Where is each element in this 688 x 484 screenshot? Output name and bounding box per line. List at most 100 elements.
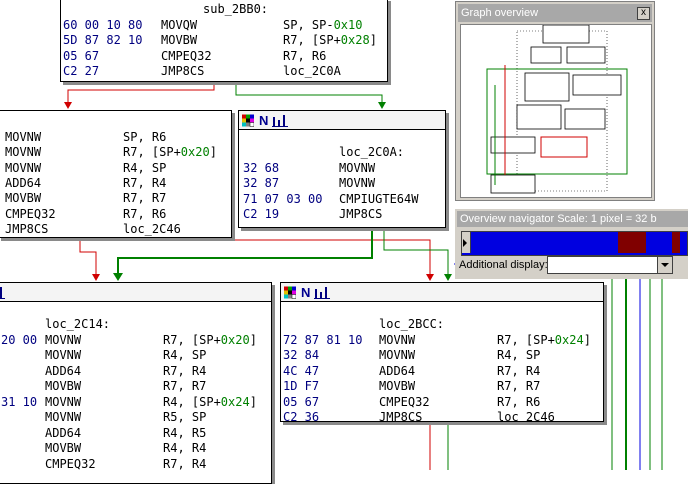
operand-immediate: 0x10: [333, 17, 363, 32]
instruction-mnemonic[interactable]: MOVNW: [339, 160, 376, 175]
instruction-operands[interactable]: R4, [SP+0x24]: [163, 395, 257, 410]
graph-overview-title[interactable]: Graph overview: [458, 4, 652, 22]
operand-text: SP, SP-: [283, 17, 334, 32]
instruction-mnemonic[interactable]: JMP8CS: [379, 410, 423, 422]
operand-text: R4, R5: [163, 425, 207, 440]
instruction-mnemonic[interactable]: MOVNW: [339, 176, 376, 190]
code-label[interactable]: loc_2C0A:: [339, 145, 405, 159]
instruction-mnemonic[interactable]: CMPEQ32: [45, 456, 96, 471]
instruction-operands[interactable]: R7, [SP+0x24]: [497, 333, 591, 348]
instruction-operands[interactable]: R4, R5: [163, 426, 206, 441]
instruction-operands[interactable]: R7, R4: [163, 364, 206, 379]
instruction-operands[interactable]: R7, [SP+0x20]: [163, 333, 257, 348]
rename-n-icon[interactable]: N: [301, 285, 311, 300]
instruction-operands[interactable]: R7, R7: [497, 379, 540, 394]
dropdown-button[interactable]: [657, 257, 672, 273]
instruction-mnemonic[interactable]: JMP8CS: [161, 64, 205, 78]
instruction-mnemonic[interactable]: ADD64: [45, 363, 82, 378]
graph-overview-area[interactable]: [460, 24, 652, 198]
bars-icon[interactable]: [0, 286, 5, 299]
instruction-operands[interactable]: R7, R7: [123, 191, 166, 206]
graph-grid-icon[interactable]: [242, 114, 254, 127]
instruction-operands[interactable]: R7, R4: [497, 364, 540, 379]
instruction-mnemonic[interactable]: JMP8CS: [5, 221, 49, 236]
operand-text: ]: [583, 332, 591, 347]
instruction-operands[interactable]: loc_2C0A: [283, 64, 341, 79]
code-label[interactable]: sub_2BB0:: [203, 2, 269, 16]
instruction-mnemonic[interactable]: CMPEQ32: [379, 394, 430, 409]
operand-text: ]: [209, 145, 217, 160]
instruction-mnemonic[interactable]: MOVNW: [45, 410, 82, 424]
instruction-mnemonic[interactable]: MOVNW: [45, 394, 82, 409]
instruction-mnemonic[interactable]: MOVNW: [5, 130, 42, 144]
opcode-bytes: C2 27: [63, 64, 100, 78]
instruction-operands[interactable]: SP, SP-0x10: [283, 18, 362, 33]
code-label[interactable]: loc_2C14:: [45, 317, 111, 331]
instruction-mnemonic[interactable]: MOVBW: [161, 33, 198, 47]
instruction-mnemonic[interactable]: MOVNW: [379, 332, 416, 347]
overview-navigator-strip[interactable]: [461, 231, 688, 256]
instruction-operands[interactable]: R7, R7: [163, 379, 206, 394]
instruction-mnemonic[interactable]: MOVNW: [5, 145, 42, 160]
graph-grid-icon[interactable]: [284, 286, 296, 299]
instruction-mnemonic[interactable]: MOVBW: [379, 379, 416, 393]
overview-navigator-title[interactable]: Overview navigator Scale: 1 pixel = 32 b: [457, 211, 688, 227]
instruction-operands[interactable]: R7, R6: [123, 207, 166, 222]
instruction-operands[interactable]: R7, R4: [163, 457, 206, 472]
operand-text: R4, SP: [497, 348, 541, 362]
instruction-operands[interactable]: R7, R6: [497, 395, 540, 410]
instruction-mnemonic[interactable]: MOVBW: [45, 379, 82, 393]
instruction-mnemonic[interactable]: MOVNW: [379, 348, 416, 362]
operand-text: R7, R7: [163, 379, 207, 393]
opcode-bytes: 71 07 03 00: [243, 191, 323, 206]
instruction-operands[interactable]: R4, SP: [123, 161, 166, 176]
node-header: N: [239, 111, 445, 130]
instruction-mnemonic[interactable]: JMP8CS: [339, 207, 383, 221]
instruction-mnemonic[interactable]: MOVNW: [5, 160, 42, 175]
rename-n-icon[interactable]: N: [259, 113, 269, 128]
additional-display-select[interactable]: [547, 256, 673, 274]
instruction-mnemonic[interactable]: MOVNW: [45, 332, 82, 347]
instruction-mnemonic[interactable]: ADD64: [5, 175, 42, 190]
instruction-mnemonic[interactable]: CMPEQ32: [161, 48, 212, 63]
bars-icon[interactable]: [314, 286, 330, 299]
instruction-operands[interactable]: loc_2C46: [123, 222, 181, 237]
operand-text: R7, [SP+: [163, 332, 221, 347]
node-left-mid[interactable]: MOVNW SP, R6 MOVNW R7, [SP+0x20] MOVNW R4, SP…: [0, 110, 232, 238]
graph-overview-window[interactable]: Graph overview x: [455, 1, 655, 201]
instruction-mnemonic[interactable]: ADD64: [379, 363, 416, 378]
instruction-operands[interactable]: R4, R4: [163, 441, 206, 456]
bars-icon[interactable]: [272, 114, 288, 127]
instruction-operands[interactable]: R7, R6: [283, 49, 326, 64]
instruction-mnemonic[interactable]: CMPEQ32: [5, 206, 56, 221]
instruction-operands[interactable]: R5, SP: [163, 410, 206, 425]
instruction-mnemonic[interactable]: CMPIUGTE64W: [339, 191, 419, 206]
instruction-operands[interactable]: R7, [SP+0x28]: [283, 33, 377, 48]
instruction-mnemonic[interactable]: ADD64: [45, 425, 82, 440]
instruction-mnemonic[interactable]: MOVBW: [5, 191, 42, 206]
instruction-operands[interactable]: SP, R6: [123, 130, 166, 145]
instruction-mnemonic[interactable]: MOVBW: [45, 441, 82, 455]
edge-left-mid-to-loc2BCC-red: [80, 239, 431, 278]
instruction-operands[interactable]: loc_2C46: [497, 410, 555, 421]
operand-text: R5, SP: [163, 410, 207, 424]
instruction-operands[interactable]: R4, SP: [497, 348, 540, 363]
close-icon[interactable]: x: [637, 7, 650, 20]
edge-loc2C0A-to-loc2BCC-green: [383, 226, 449, 278]
edge-arrow: [64, 102, 72, 109]
overview-navigator-panel[interactable]: Overview navigator Scale: 1 pixel = 32 b…: [455, 209, 688, 279]
instruction-mnemonic[interactable]: MOVQW: [161, 17, 198, 32]
instruction-operands[interactable]: R7, [SP+0x20]: [123, 145, 217, 160]
scroll-left-button[interactable]: [462, 232, 471, 253]
instruction-mnemonic[interactable]: MOVNW: [45, 348, 82, 362]
operand-immediate: 0x24: [554, 332, 584, 347]
instruction-operands[interactable]: R7, R4: [123, 176, 166, 191]
code-label[interactable]: loc_2BCC:: [379, 317, 445, 331]
instruction-operands[interactable]: R4, SP: [163, 348, 206, 363]
opcode-bytes: 5D 87 82 10: [63, 33, 143, 47]
